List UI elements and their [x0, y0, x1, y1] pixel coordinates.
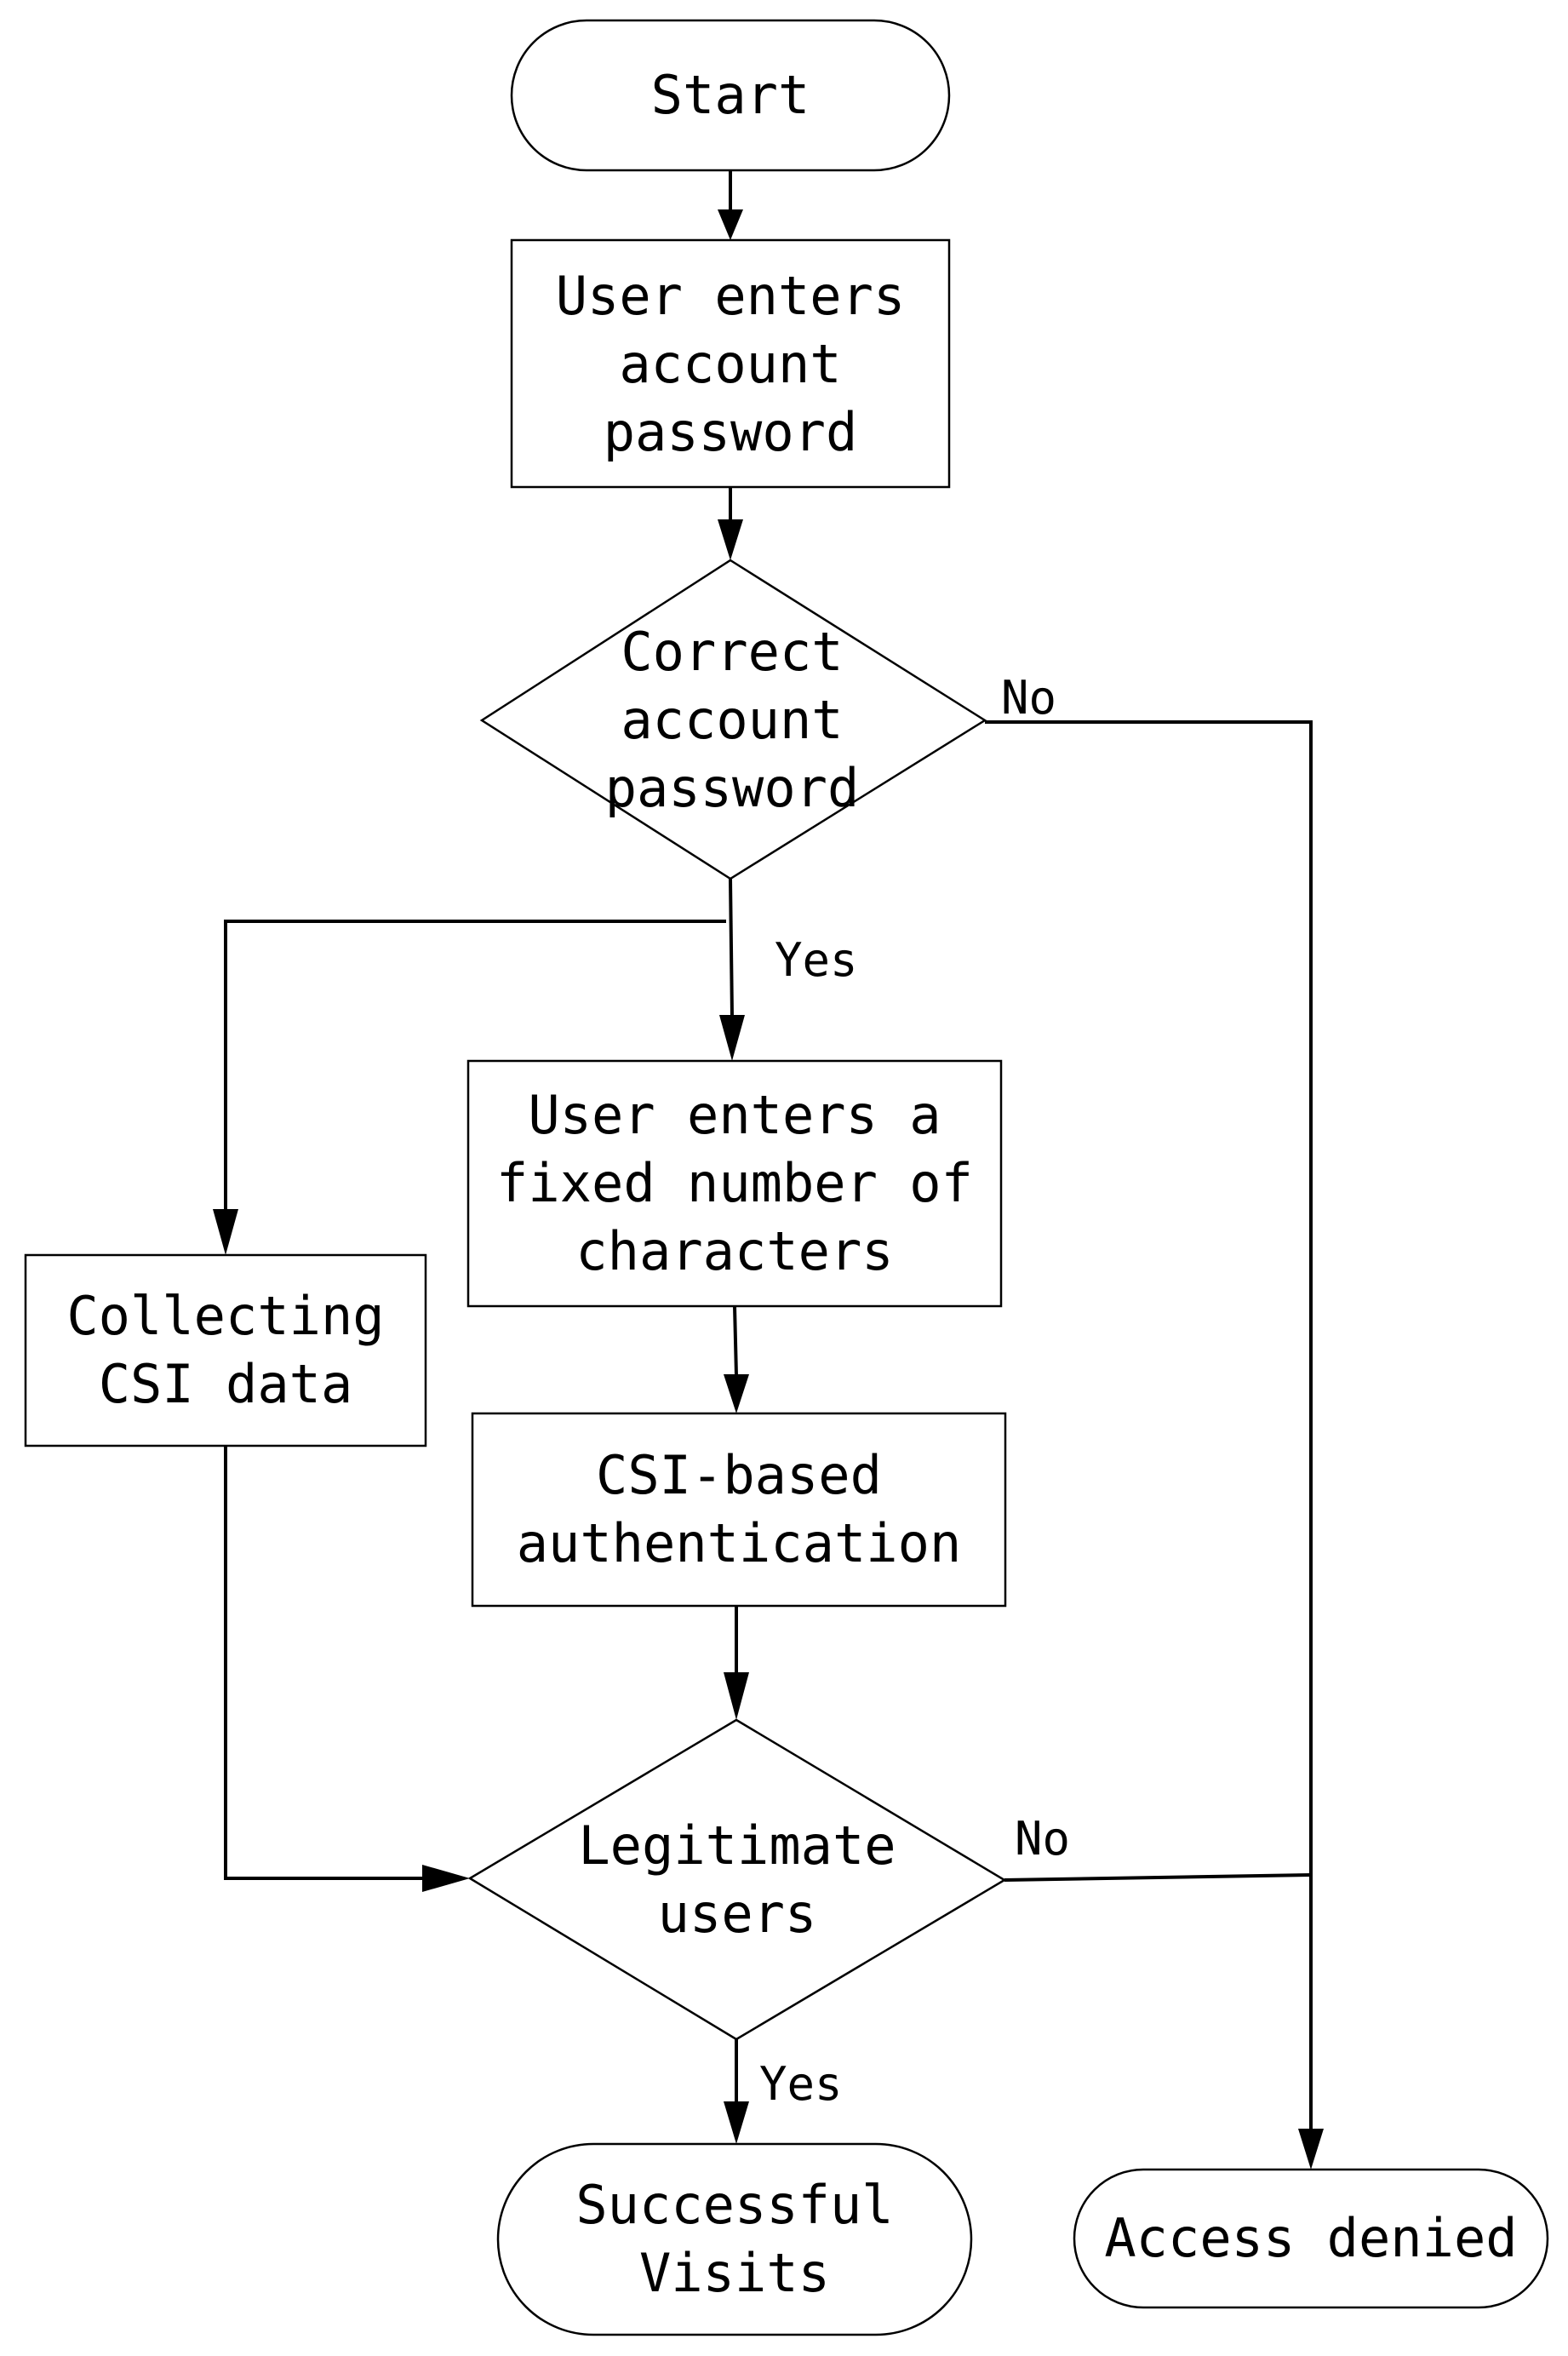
- node-text-line: account: [619, 333, 841, 395]
- edge-check-password-no: [985, 720, 1313, 2131]
- node-text-line: Collecting: [66, 1285, 384, 1347]
- edge-legitimate-no: [1004, 1873, 1312, 1882]
- node-text-line: Successful: [575, 2174, 893, 2236]
- arrowhead: [213, 1209, 238, 1255]
- node-text-line: authentication: [517, 1512, 962, 1574]
- node-text-line: User enters a: [528, 1084, 941, 1146]
- arrowhead: [719, 1015, 745, 1061]
- edge-enter-characters-to-csi-auth: [733, 1305, 738, 1377]
- edge-label-password-yes: Yes: [775, 933, 858, 987]
- node-text-line: password: [604, 401, 858, 463]
- arrowhead: [724, 1672, 749, 1720]
- node-denied: Access denied: [1073, 2168, 1549, 2309]
- node-text-line: Start: [651, 64, 810, 126]
- node-text-line: Correct: [621, 621, 843, 683]
- connectors: [224, 170, 1313, 2131]
- arrowhead: [724, 2101, 749, 2144]
- node-text-line: characters: [575, 1220, 893, 1282]
- arrowhead: [422, 1865, 470, 1892]
- edge-labels: No Yes No Yes: [759, 671, 1070, 2111]
- edge-collect-csi-to-legitimate: [224, 1446, 427, 1880]
- node-text-line: Visits: [639, 2242, 830, 2304]
- node-text: Start: [651, 64, 810, 126]
- arrowhead: [718, 519, 743, 560]
- node-text-line: password: [605, 757, 860, 819]
- arrowhead: [718, 209, 743, 240]
- node-text-line: CSI data: [99, 1353, 353, 1415]
- node-text-line: Access denied: [1104, 2207, 1517, 2269]
- arrowhead: [724, 1374, 749, 1413]
- node-text-line: CSI-based: [596, 1444, 882, 1506]
- node-text-line: Legitimate: [578, 1814, 896, 1877]
- edge-label-password-no: No: [1001, 671, 1056, 725]
- edge-label-legitimate-yes: Yes: [759, 2057, 843, 2111]
- edge-label-legitimate-no: No: [1015, 1812, 1070, 1866]
- node-start: Start: [510, 19, 951, 172]
- node-text-line: users: [658, 1883, 817, 1945]
- arrowhead: [1298, 2129, 1324, 2170]
- edge-check-password-yes: [729, 878, 734, 1017]
- node-text-line: fixed number of: [496, 1152, 973, 1214]
- node-text-line: account: [621, 689, 843, 751]
- node-text: Access denied: [1104, 2207, 1517, 2269]
- edge-branch-to-collect-csi: [224, 920, 726, 1211]
- arrowheads: [213, 209, 1324, 2170]
- node-text-line: User enters: [556, 265, 906, 327]
